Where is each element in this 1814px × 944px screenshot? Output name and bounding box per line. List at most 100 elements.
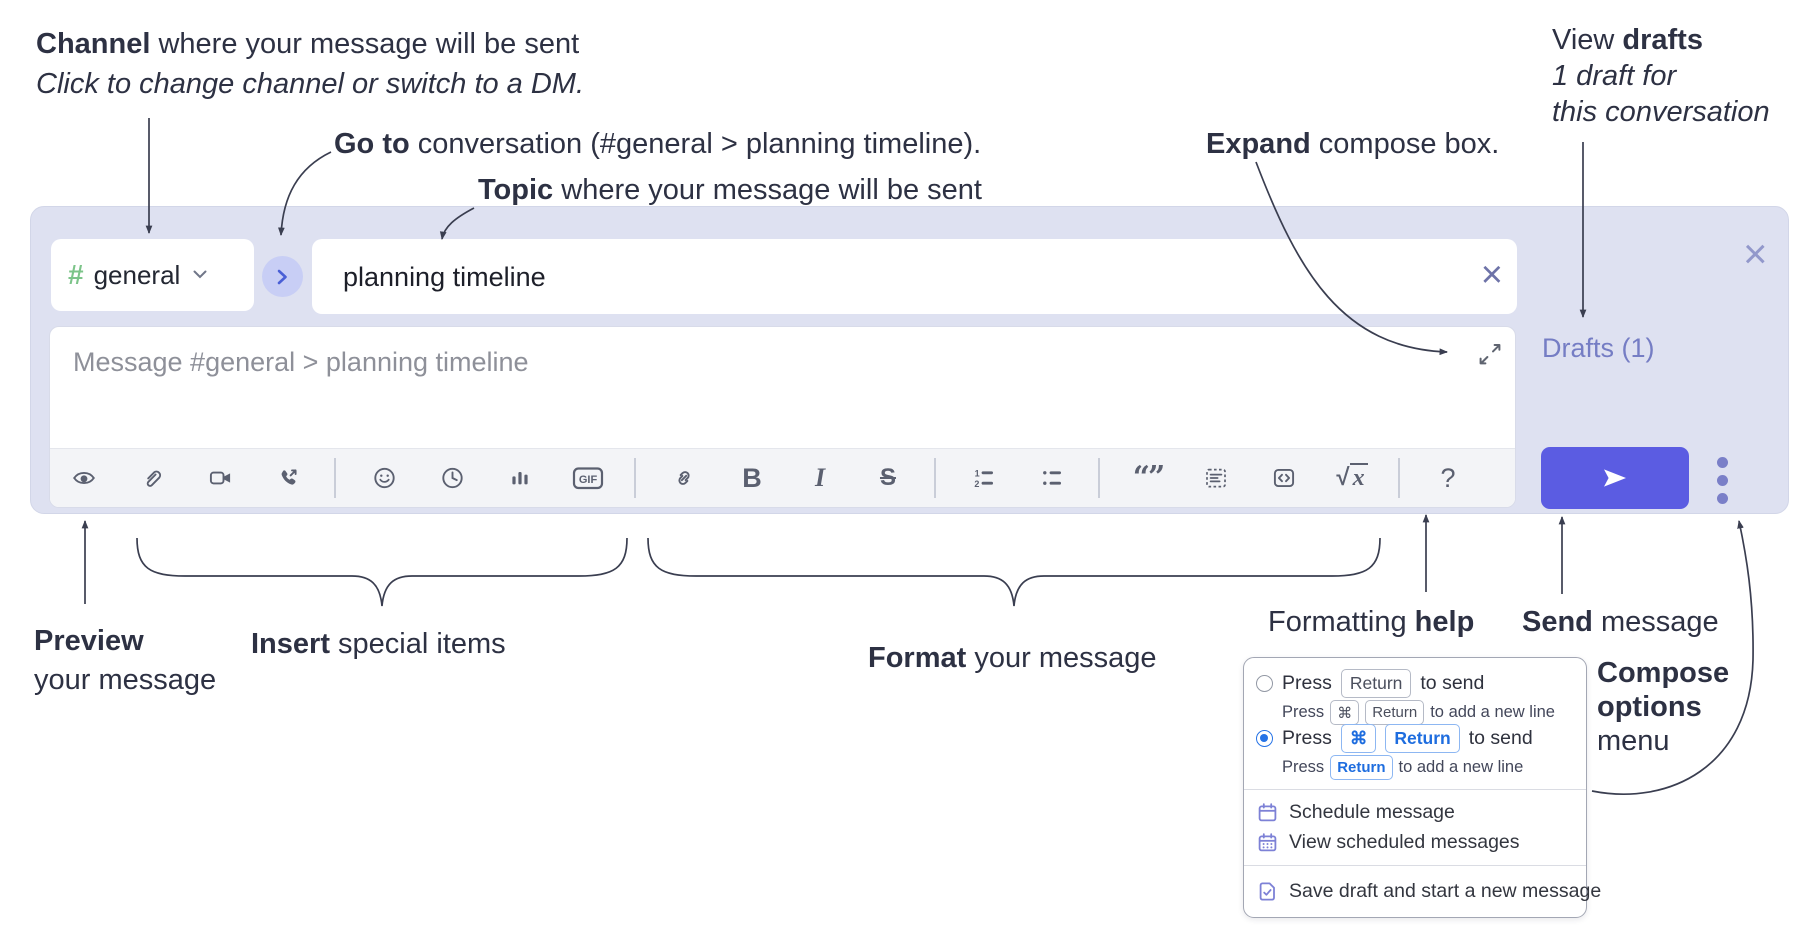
gif-icon[interactable]: GIF [566, 456, 610, 500]
channel-name: general [93, 259, 181, 290]
brace-format [647, 537, 1381, 607]
annotation-expand-rest: compose box. [1310, 128, 1500, 160]
annotation-formatting-help-pre: Formatting [1268, 606, 1415, 638]
send-option-return-sub: Press ⌘ Return to add a new line [1282, 700, 1555, 725]
formula-icon[interactable]: √x [1330, 456, 1374, 500]
clock-icon[interactable] [430, 456, 474, 500]
annotation-channel: Channel where your message will be sent … [36, 24, 584, 104]
send-icon [1604, 469, 1626, 487]
option1-sub-after: to add a new line [1430, 703, 1555, 721]
option1-press: Press [1282, 672, 1332, 694]
close-icon[interactable]: × [1743, 230, 1768, 277]
menu-item-save-draft[interactable]: Save draft and start a new message [1257, 874, 1601, 908]
popup-divider [1244, 789, 1586, 790]
topic-input[interactable] [341, 239, 1445, 316]
return-keycap-blue-small: Return [1330, 755, 1393, 780]
annotation-format: Format your message [868, 638, 1157, 678]
send-option-cmd-return[interactable]: Press ⌘ Return to send [1256, 724, 1533, 753]
annotation-topic-bold: Topic [478, 174, 554, 206]
annotation-view-drafts: View drafts 1 draft for this conversatio… [1552, 22, 1770, 130]
annotation-topic-rest: where your message will be sent [553, 174, 982, 206]
cmd-keycap: ⌘ [1330, 700, 1360, 725]
channel-hash-icon: # [68, 259, 84, 290]
channel-selector[interactable]: # general [51, 239, 254, 311]
annotation-send-rest: message [1592, 606, 1719, 638]
annotation-insert: Insert special items [251, 624, 506, 664]
annotation-preview-bold: Preview [34, 625, 144, 657]
radio-selected-icon[interactable] [1256, 730, 1273, 747]
annotation-insert-bold: Insert [251, 628, 330, 660]
calendar-icon [1258, 802, 1277, 821]
annotation-view-drafts-bold: drafts [1622, 24, 1703, 56]
compose-box: × # general × [30, 206, 1789, 514]
bar-chart-icon[interactable] [498, 456, 542, 500]
document-check-icon [1259, 882, 1275, 900]
menu-item-schedule-message[interactable]: Schedule message [1257, 797, 1455, 827]
compose-options-kebab-icon[interactable] [1717, 457, 1728, 504]
annotation-expand-bold: Expand [1206, 128, 1311, 160]
chevron-right-icon [277, 269, 287, 284]
link-icon[interactable] [662, 456, 706, 500]
annotation-format-rest: your message [966, 642, 1157, 674]
annotation-formatting-help-bold: help [1414, 606, 1475, 638]
annotation-channel-bold: Channel [36, 28, 151, 60]
menu-item-view-scheduled[interactable]: View scheduled messages [1257, 827, 1520, 857]
chevron-down-icon [193, 266, 207, 284]
topic-input-container: × [312, 239, 1517, 316]
italic-label: I [814, 463, 826, 492]
bulleted-list-icon[interactable] [1030, 456, 1074, 500]
toolbar-divider [1398, 458, 1400, 498]
annotation-view-drafts-line3: this conversation [1552, 96, 1770, 128]
toolbar-divider [934, 458, 936, 498]
audio-call-icon[interactable] [266, 456, 310, 500]
annotation-format-bold: Format [868, 642, 967, 674]
clear-topic-icon[interactable]: × [1480, 254, 1503, 296]
toolbar-divider [634, 458, 636, 498]
svg-text:1: 1 [975, 468, 980, 478]
annotation-preview: Preview your message [34, 622, 216, 700]
menu-item-label: Save draft and start a new message [1289, 879, 1602, 902]
blockquote-icon[interactable]: “” [1126, 456, 1170, 500]
annotation-compose-options: Compose options menu [1597, 656, 1729, 758]
option1-sub-press: Press [1282, 703, 1325, 721]
inline-code-icon[interactable] [1262, 456, 1306, 500]
emoji-smiley-icon[interactable] [362, 456, 406, 500]
bold-icon[interactable]: B [730, 456, 774, 500]
formula-label: √x [1336, 463, 1368, 492]
radio-unselected-icon[interactable] [1256, 675, 1273, 692]
attach-paperclip-icon[interactable] [130, 456, 174, 500]
strikethrough-icon[interactable]: S [866, 456, 910, 500]
return-keycap-blue: Return [1385, 724, 1460, 753]
drafts-link[interactable]: Drafts (1) [1542, 333, 1655, 363]
popup-divider [1244, 865, 1586, 866]
strikethrough-label: S [879, 464, 896, 491]
annotation-channel-rest: where your message will be sent [150, 28, 580, 60]
italic-icon[interactable]: I [798, 456, 842, 500]
annotation-view-drafts-line2: 1 draft for [1552, 60, 1677, 92]
message-input[interactable] [71, 341, 775, 383]
goto-conversation-button[interactable] [262, 256, 303, 297]
send-option-cmd-return-sub: Press Return to add a new line [1282, 755, 1523, 780]
annotation-insert-rest: special items [329, 628, 506, 660]
gif-label: GIF [579, 473, 598, 485]
return-keycap: Return [1340, 669, 1412, 698]
preview-eye-icon[interactable] [62, 456, 106, 500]
help-label: ? [1440, 462, 1456, 493]
send-option-return[interactable]: Press Return to send [1256, 669, 1484, 698]
option2-after: to send [1468, 727, 1533, 749]
annotation-send-bold: Send [1522, 606, 1593, 638]
code-block-icon[interactable] [1194, 456, 1238, 500]
calendar-grid-icon [1258, 832, 1277, 851]
annotation-formatting-help: Formatting help [1268, 602, 1474, 642]
toolbar-divider [1098, 458, 1100, 498]
annotation-channel-sub: Click to change channel or switch to a D… [36, 68, 585, 100]
expand-compose-icon[interactable] [1477, 341, 1503, 367]
help-icon[interactable]: ? [1426, 456, 1470, 500]
menu-item-label: View scheduled messages [1289, 830, 1520, 853]
annotation-send: Send message [1522, 602, 1719, 642]
annotation-goto: Go to conversation (#general > planning … [334, 124, 981, 164]
annotation-compose-options-line2: options [1597, 691, 1702, 723]
video-camera-icon[interactable] [198, 456, 242, 500]
send-button[interactable] [1541, 447, 1689, 509]
